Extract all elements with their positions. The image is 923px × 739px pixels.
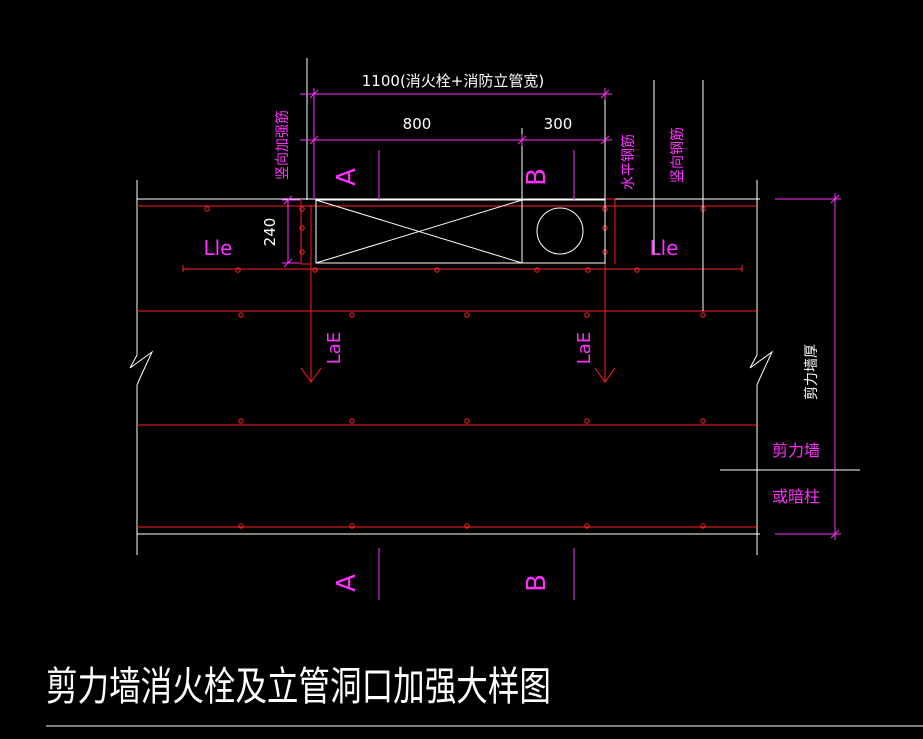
leader-lines xyxy=(306,58,704,311)
wall-outline xyxy=(129,180,860,555)
opening xyxy=(315,199,606,264)
section-a-bottom-label: A xyxy=(332,574,362,592)
lae-right-label: LaE xyxy=(574,332,595,364)
vertical-add-rebars xyxy=(300,198,616,383)
drawing-title: 剪力墙消火栓及立管洞口加强大样图 xyxy=(46,664,551,710)
dimension-lines xyxy=(282,88,841,540)
lae-left-label: LaE xyxy=(324,332,345,364)
height-dimension-label: 240 xyxy=(261,218,279,247)
section-a-top-label: A xyxy=(332,168,362,186)
section-b-top-label: B xyxy=(522,168,552,186)
vertical-add-bar-label: 竖向加强筋 xyxy=(274,110,291,180)
overall-dimension-label: 1100(消火栓+消防立管宽) xyxy=(362,72,544,90)
horizontal-rebars xyxy=(137,205,757,528)
rebar-dots xyxy=(204,206,706,529)
lle-right-label: Lle xyxy=(649,236,678,260)
wall-thickness-label: 剪力墙厚 xyxy=(804,344,820,400)
hidden-column-label: 或暗柱 xyxy=(772,487,820,506)
section-b-bottom-label: B xyxy=(522,574,552,592)
right-dimension-label: 300 xyxy=(544,115,573,133)
section-cuts xyxy=(378,150,575,600)
lle-left-label: Lle xyxy=(203,236,232,260)
shear-wall-label: 剪力墙 xyxy=(772,441,820,460)
left-dimension-label: 800 xyxy=(403,115,432,133)
horizontal-bar-label: 水平钢筋 xyxy=(620,134,637,190)
vertical-bar-label: 竖向钢筋 xyxy=(669,127,686,183)
